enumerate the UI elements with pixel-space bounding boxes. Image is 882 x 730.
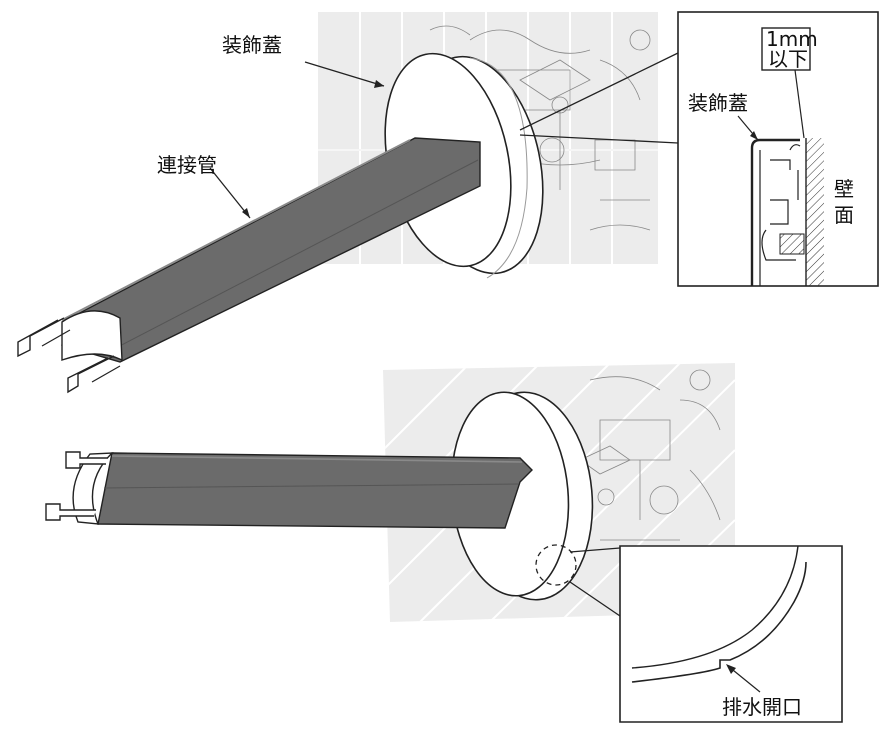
leader-pipe bbox=[209, 167, 251, 219]
detail-box-drain bbox=[619, 545, 843, 723]
label-drain-opening: 排水開口 bbox=[722, 695, 802, 719]
label-wall-2: 面 bbox=[834, 203, 854, 227]
label-decorative-cover-top: 装飾蓋 bbox=[222, 33, 282, 57]
label-wall-1: 壁 bbox=[834, 177, 854, 201]
label-gap-1mm: 1mm bbox=[766, 27, 818, 51]
connecting-pipe-bottom bbox=[45, 451, 533, 529]
drain-highlight-circle bbox=[535, 544, 577, 586]
leader-cover-top bbox=[304, 61, 385, 87]
label-gap-below: 以下 bbox=[768, 47, 808, 71]
valve-mechanism-sketch-bottom bbox=[579, 369, 721, 581]
connecting-pipe-top bbox=[17, 137, 481, 394]
label-decorative-cover-detail: 装飾蓋 bbox=[688, 91, 748, 115]
detail-box-gap bbox=[677, 11, 879, 287]
label-connecting-pipe: 連接管 bbox=[157, 153, 217, 177]
